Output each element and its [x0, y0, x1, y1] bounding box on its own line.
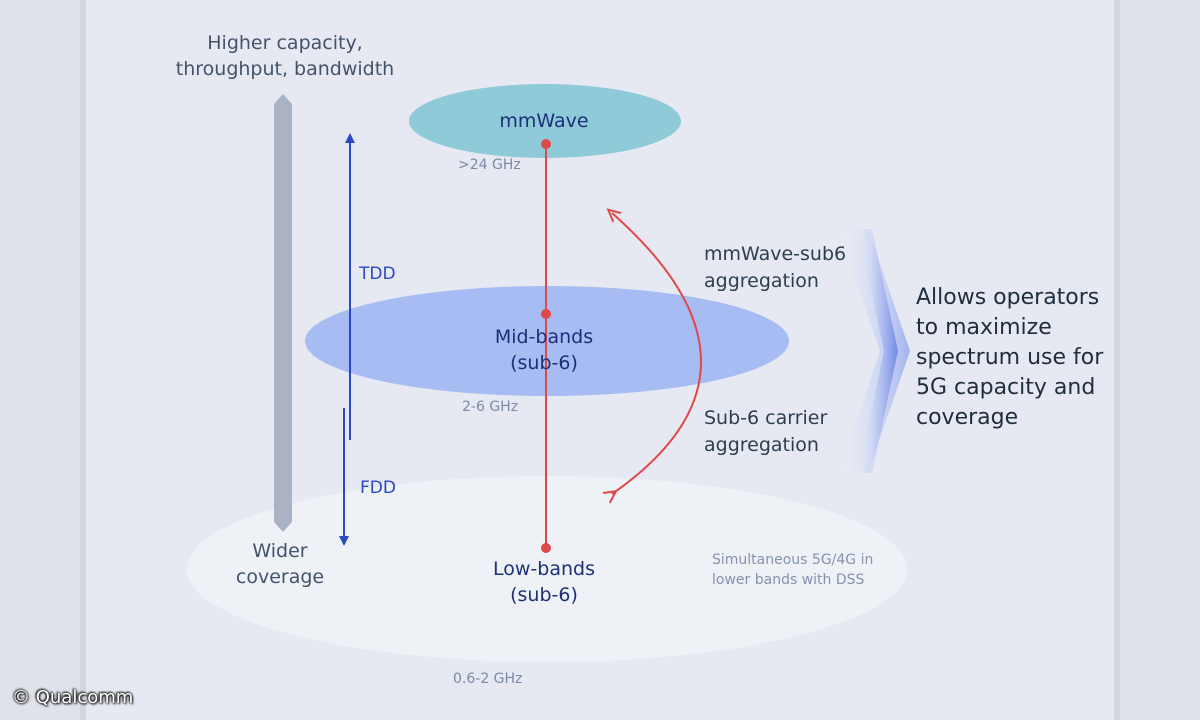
mmwave-ellipse	[409, 84, 681, 158]
low-band-label: Low-bands (sub-6)	[493, 558, 595, 606]
aggregation-arc-arrow	[612, 213, 702, 494]
low-band-frequency: 0.6-2 GHz	[453, 671, 523, 687]
mmwave-sub6-aggregation-label: mmWave-sub6 aggregation	[704, 243, 847, 292]
axis-top-label: Higher capacity, throughput, bandwidth	[175, 32, 395, 80]
mmwave-node	[541, 139, 551, 149]
left-frame-edge	[80, 0, 86, 720]
copyright-watermark: © Qualcomm	[12, 687, 134, 708]
mid-band-node	[541, 309, 551, 319]
mid-band-frequency: 2-6 GHz	[462, 399, 519, 415]
tdd-label: TDD	[359, 264, 396, 284]
dss-note: Simultaneous 5G/4G in lower bands with D…	[712, 552, 874, 588]
result-chevron-front	[858, 229, 898, 473]
mmwave-frequency: >24 GHz	[458, 157, 521, 173]
axis-bottom-label: Wider coverage	[235, 540, 325, 588]
mid-band-label: Mid-bands (sub-6)	[494, 326, 594, 374]
coverage-capacity-axis-bar	[274, 94, 292, 532]
mmwave-label: mmWave	[499, 110, 589, 132]
sub6-carrier-aggregation-label: Sub-6 carrier aggregation	[704, 407, 828, 456]
fdd-label: FDD	[360, 478, 396, 498]
low-band-node	[541, 543, 551, 553]
low-band-ellipse	[187, 476, 907, 662]
result-statement: Allows operators to maximize spectrum us…	[916, 285, 1104, 430]
right-frame-edge	[1114, 0, 1120, 720]
